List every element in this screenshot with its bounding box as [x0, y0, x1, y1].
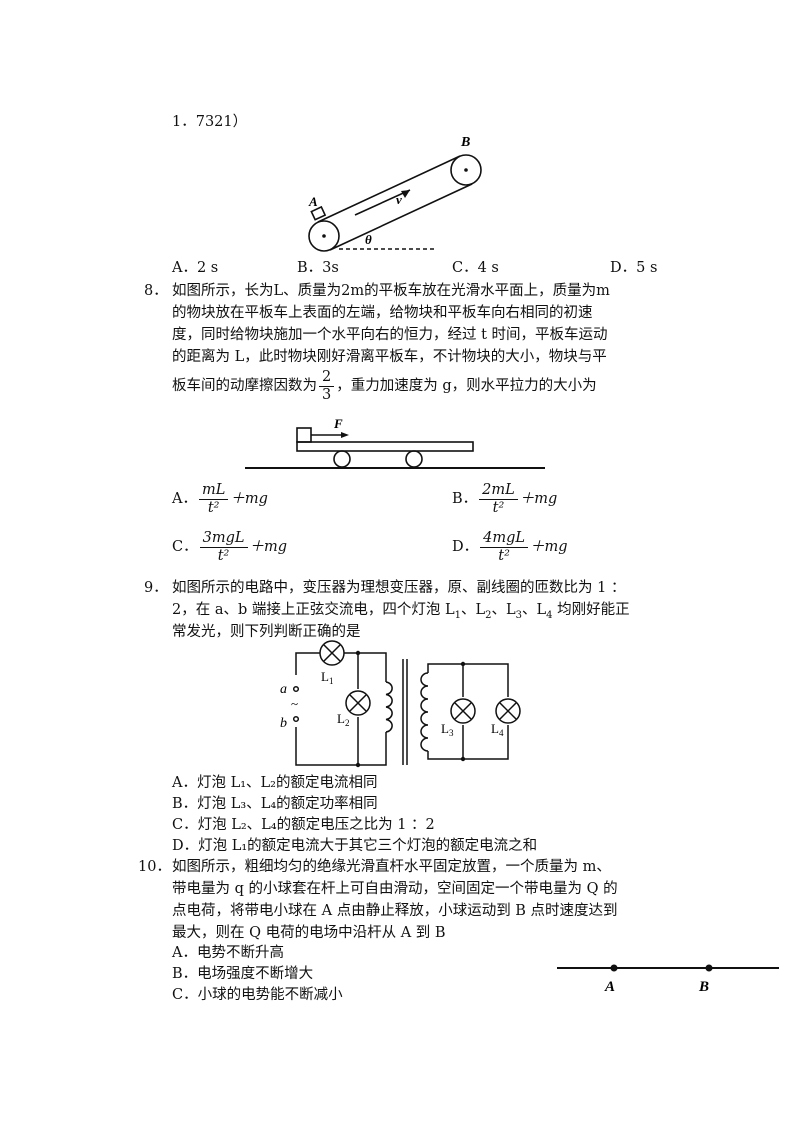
q9-number: 9． — [144, 580, 168, 596]
header-fragment: 1．7321） — [172, 114, 248, 130]
point-b — [705, 964, 713, 972]
lamp-l3 — [450, 698, 476, 724]
q7-option-a: A．2 s — [172, 260, 219, 276]
q9-line-2-l3: L — [506, 602, 516, 618]
lamp-l4 — [495, 698, 521, 724]
q10-line-3: 点电荷，将带电小球在 A 点由静止释放，小球运动到 B 点时速度达到 — [172, 903, 618, 919]
q9-line-2: 2，在 a、b 端接上正弦交流电，四个灯泡 L1、L2、L3、L4 均刚好能正 — [172, 602, 630, 621]
block — [296, 427, 312, 443]
q10-option-a: A．电势不断升高 — [172, 945, 284, 961]
lamp-l2 — [345, 690, 371, 716]
ac-symbol: ~ — [291, 696, 298, 711]
q10-line-2: 带电量为 q 的小球套在杆上可自由滑动，空间固定一个带电量为 Q 的 — [172, 881, 618, 897]
q9-line-3: 常发光，则下列判断正确的是 — [172, 624, 361, 640]
q9-line-2-sub3: 3 — [515, 609, 523, 621]
q8-option-d-num: 4mgL — [480, 530, 529, 548]
q8-number: 8． — [144, 283, 168, 299]
q9-line-1: 如图所示的电路中，变压器为理想变压器，原、副线圈的匝数比为 1 ： — [172, 580, 626, 596]
q8-option-b-tail: ＋mg — [519, 491, 558, 507]
q9-line-2-l2: L — [475, 602, 486, 618]
q9-option-c: C．灯泡 L₂、L₄的额定电压之比为 1 ：2 — [172, 817, 435, 833]
friction-denominator: 3 — [322, 386, 332, 403]
q8-option-c-den: t² — [217, 547, 230, 564]
q8-line-5-pre: 板车间的动摩擦因数为 — [172, 378, 317, 394]
q10-option-b: B．电场强度不断增大 — [172, 966, 314, 982]
lower-pulley — [308, 220, 340, 252]
wheel-left — [333, 450, 351, 468]
q9-line-2-sub2: 2 — [485, 609, 492, 621]
q8-option-b-letter: B． — [452, 491, 478, 507]
q10-line-1: 如图所示，粗细均匀的绝缘光滑直杆水平固定放置，一个质量为 m、 — [172, 859, 611, 875]
q8-option-c-letter: C． — [172, 539, 198, 555]
q8-line-1: 如图所示，长为L、质量为2m的平板车放在光滑水平面上，质量为m — [172, 283, 610, 299]
q9-line-2-post: 均刚好能正 — [557, 602, 630, 618]
q8-option-b-num: 2mL — [479, 482, 518, 500]
label-a: A — [308, 194, 318, 209]
label-v: v — [396, 192, 402, 207]
q8-option-d-tail: ＋mg — [530, 539, 568, 555]
q9-option-b: B．灯泡 L₃、L₄的额定功率相同 — [172, 796, 378, 812]
q9-line-2-sub1: 1 — [454, 609, 461, 621]
q7-option-b: B．3s — [297, 260, 339, 276]
friction-numerator: 2 — [319, 369, 335, 387]
q8-line-5-post: ，重力加速度为 g，则水平拉力的大小为 — [336, 378, 597, 394]
q8-option-a-den: t² — [207, 499, 220, 516]
q8-option-c-tail: ＋mg — [249, 539, 288, 555]
q7-option-d: D．5 s — [610, 260, 658, 276]
q7-option-c: C．4 s — [452, 260, 499, 276]
l4-label: L4 — [491, 721, 504, 738]
l3-label: L3 — [441, 721, 454, 738]
wheel-right — [405, 450, 423, 468]
q8-option-c-num: 3mgL — [199, 530, 248, 548]
q8-line-2: 的物块放在平板车上表面的左端，给物块和平板车向右相同的初速 — [172, 305, 593, 321]
q8-option-d-letter: D． — [452, 539, 479, 555]
lamp-l1 — [319, 640, 345, 666]
l2-label: L2 — [337, 711, 349, 728]
q9-option-a: A．灯泡 L₁、L₂的额定电流相同 — [172, 775, 378, 791]
q8-line-4: 的距离为 L，此时物块刚好滑离平板车，不计物块的大小，物块与平 — [172, 349, 607, 365]
block-a — [310, 205, 327, 221]
q9-line-2-l4: L — [536, 602, 547, 618]
q8-option-b-den: t² — [492, 499, 505, 516]
l1-label: L1 — [321, 669, 333, 686]
q8-option-d-den: t² — [498, 547, 510, 564]
upper-pulley — [450, 154, 482, 186]
transformer-circuit: a ~ b L1 L2 L3 L4 — [280, 640, 521, 768]
cart-plate — [296, 441, 474, 452]
q10-line-4: 最大，则在 Q 电荷的电场中沿杆从 A 到 B — [172, 925, 446, 941]
q9-line-2-sub4: 4 — [546, 609, 553, 621]
q10-option-c: C．小球的电势能不断减小 — [172, 987, 343, 1003]
label-theta: θ — [365, 232, 372, 247]
terminal-b-label: b — [280, 716, 287, 731]
label-f: F — [333, 416, 343, 431]
point-b-label: B — [698, 979, 709, 995]
q8-line-3: 度，同时给物块施加一个水平向右的恒力，经过 t 时间，平板车运动 — [172, 327, 608, 343]
q8-option-a-num: mL — [198, 482, 229, 500]
point-a-label: A — [604, 979, 615, 995]
terminal-a-label: a — [280, 682, 287, 697]
q8-option-a-tail: ＋mg — [230, 491, 268, 507]
point-a — [610, 964, 618, 972]
conveyor-figure: A B v θ — [308, 135, 482, 252]
q9-option-d: D．灯泡 L₁的额定电流大于其它三个灯泡的额定电流之和 — [172, 838, 538, 854]
label-b: B — [460, 135, 470, 150]
cart-figure: F — [245, 416, 545, 469]
q9-line-2-pre: 2，在 a、b 端接上正弦交流电，四个灯泡 L — [172, 602, 455, 618]
q10-number: 10． — [138, 859, 171, 875]
q8-option-a-letter: A． — [172, 491, 197, 507]
rod-figure: A B — [557, 964, 779, 995]
